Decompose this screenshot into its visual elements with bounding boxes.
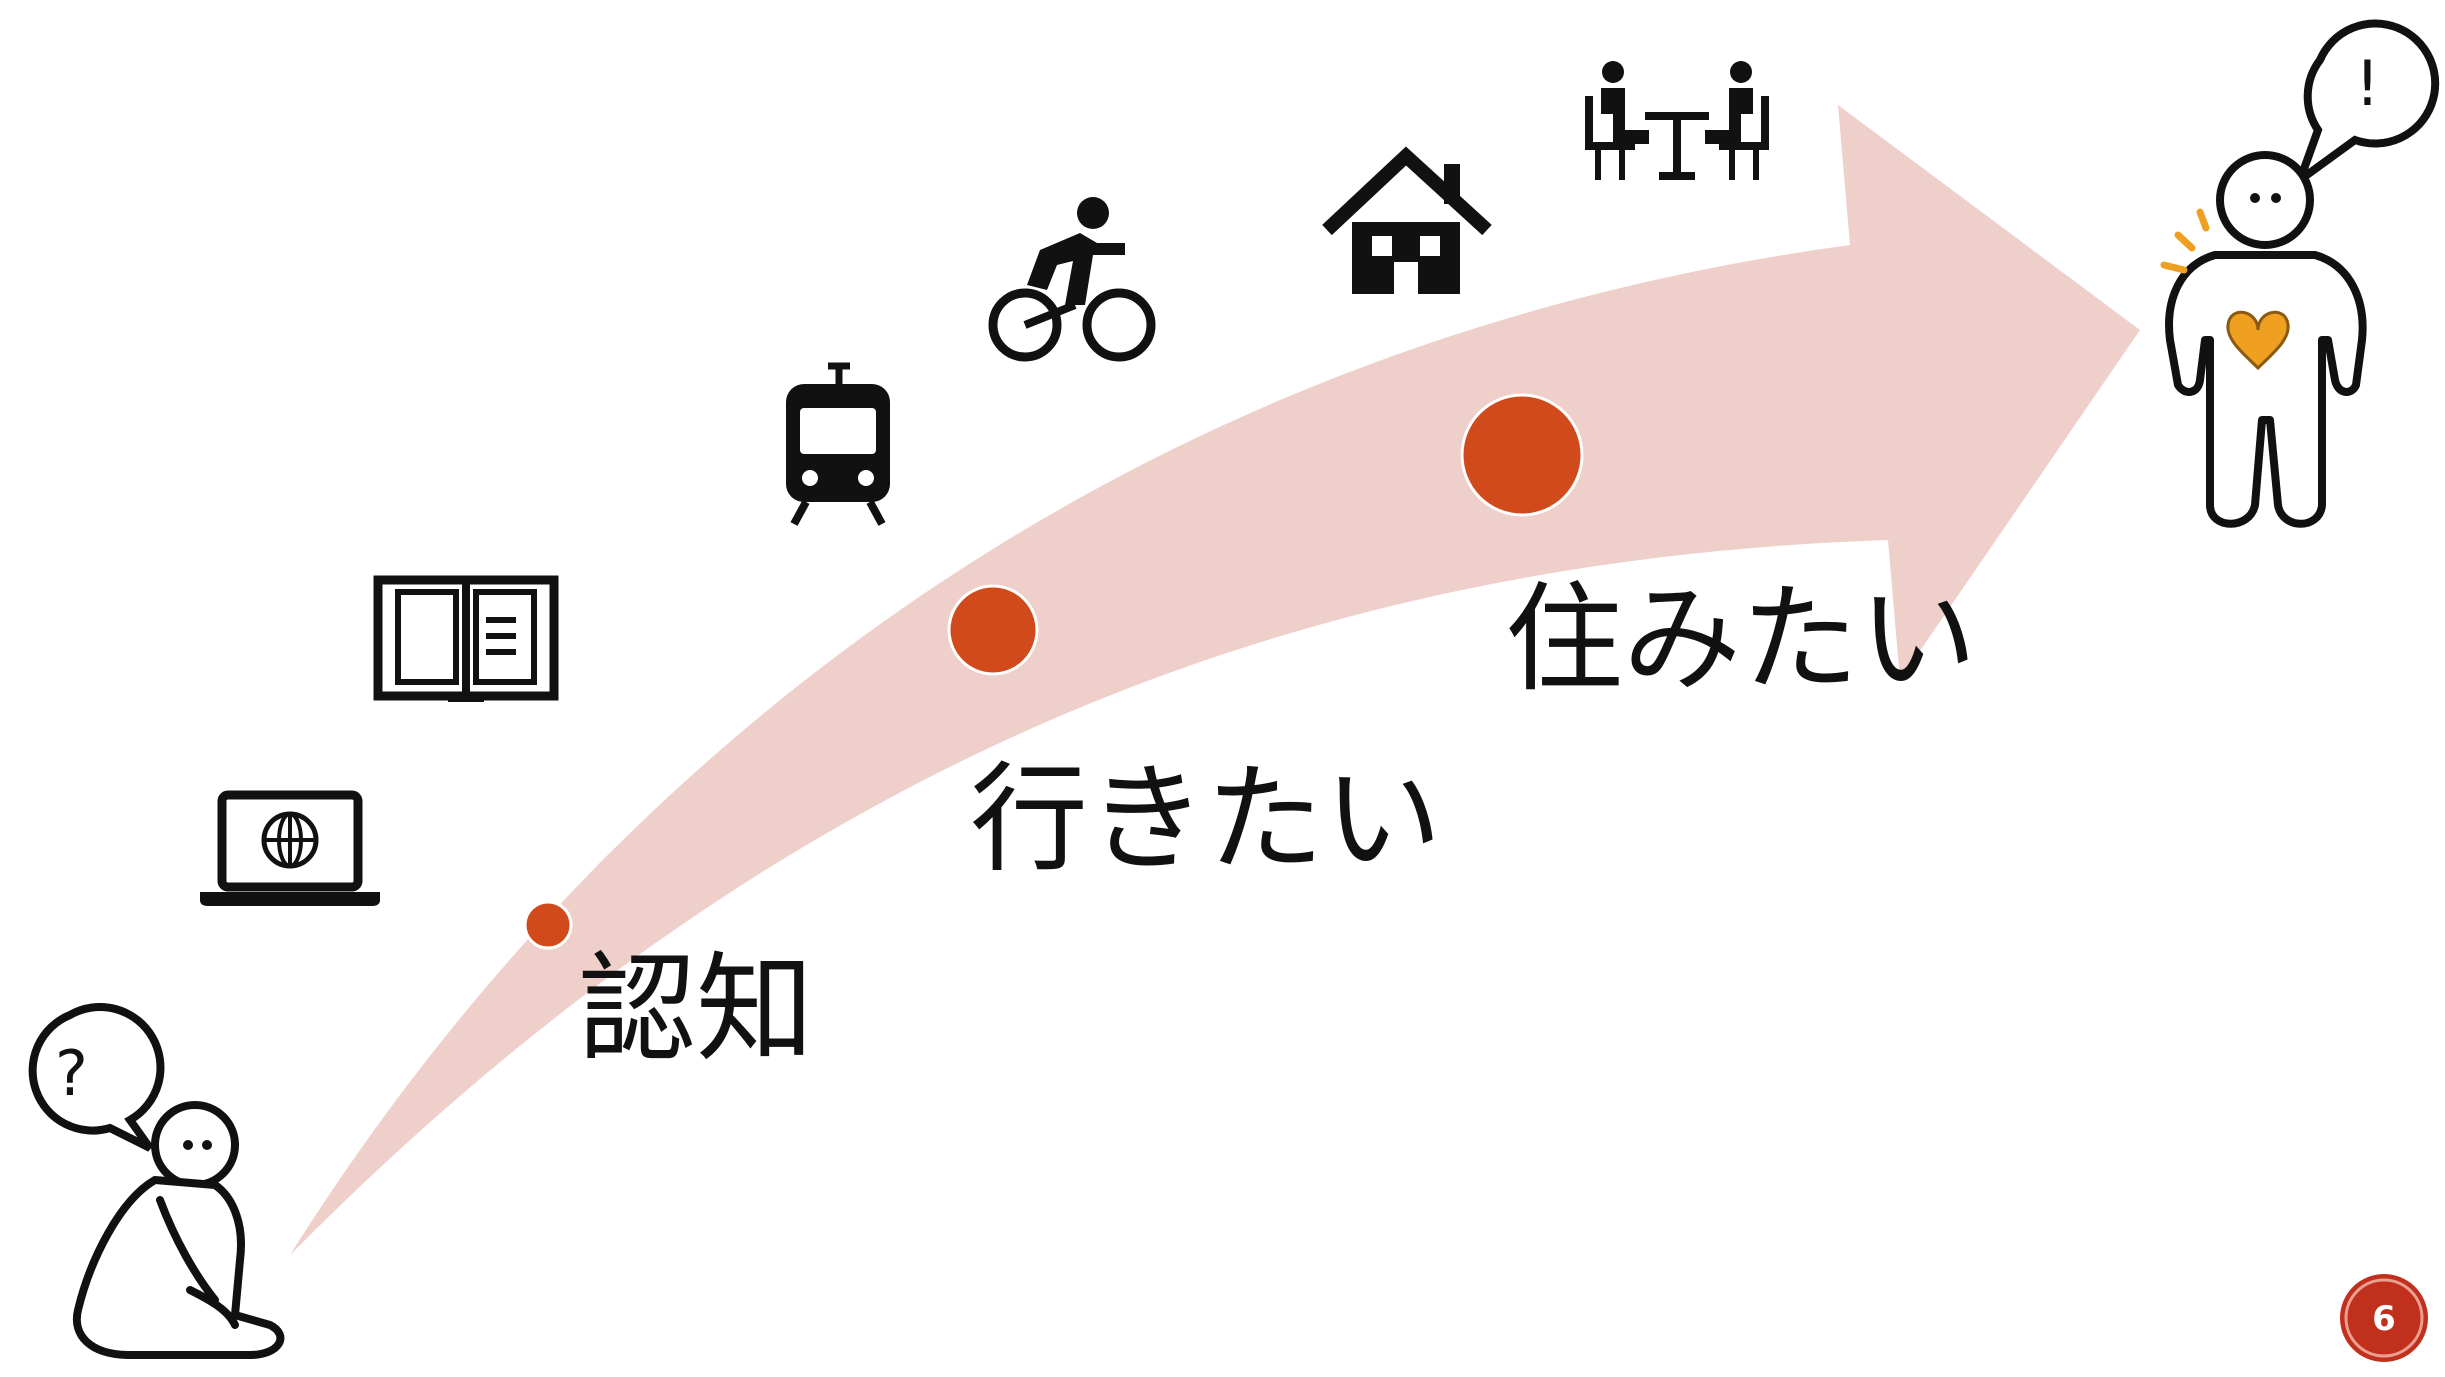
stage-label-awareness: 認知	[578, 940, 814, 1078]
question-speech-bubble	[28, 1003, 165, 1152]
stage-dot-want-to-live	[1460, 393, 1584, 517]
page-number-badge: 6	[2340, 1274, 2428, 1362]
journey-arrow	[290, 105, 2140, 1255]
laptop-globe-icon	[200, 790, 380, 906]
heart-icon	[2226, 310, 2290, 371]
stage-dot-want-to-visit	[947, 584, 1039, 676]
stage-label-want-to-visit: 行きたい	[970, 750, 1442, 888]
meeting-table-icon	[1585, 61, 1769, 180]
house-icon	[1322, 146, 1492, 294]
open-book-icon	[373, 575, 559, 702]
exclamation-mark: !	[2355, 47, 2380, 120]
question-mark: ?	[55, 1037, 88, 1110]
cyclist-icon	[988, 197, 1156, 362]
page-number: 6	[2372, 1299, 2396, 1339]
tram-icon	[786, 362, 890, 526]
confused-person-figure: ?	[28, 1003, 285, 1359]
stage-dot-awareness	[523, 900, 573, 950]
happy-person-figure: !	[2160, 19, 2440, 528]
stage-label-want-to-live: 住みたい	[1505, 570, 1977, 708]
exclamation-speech-bubble	[2291, 19, 2440, 191]
